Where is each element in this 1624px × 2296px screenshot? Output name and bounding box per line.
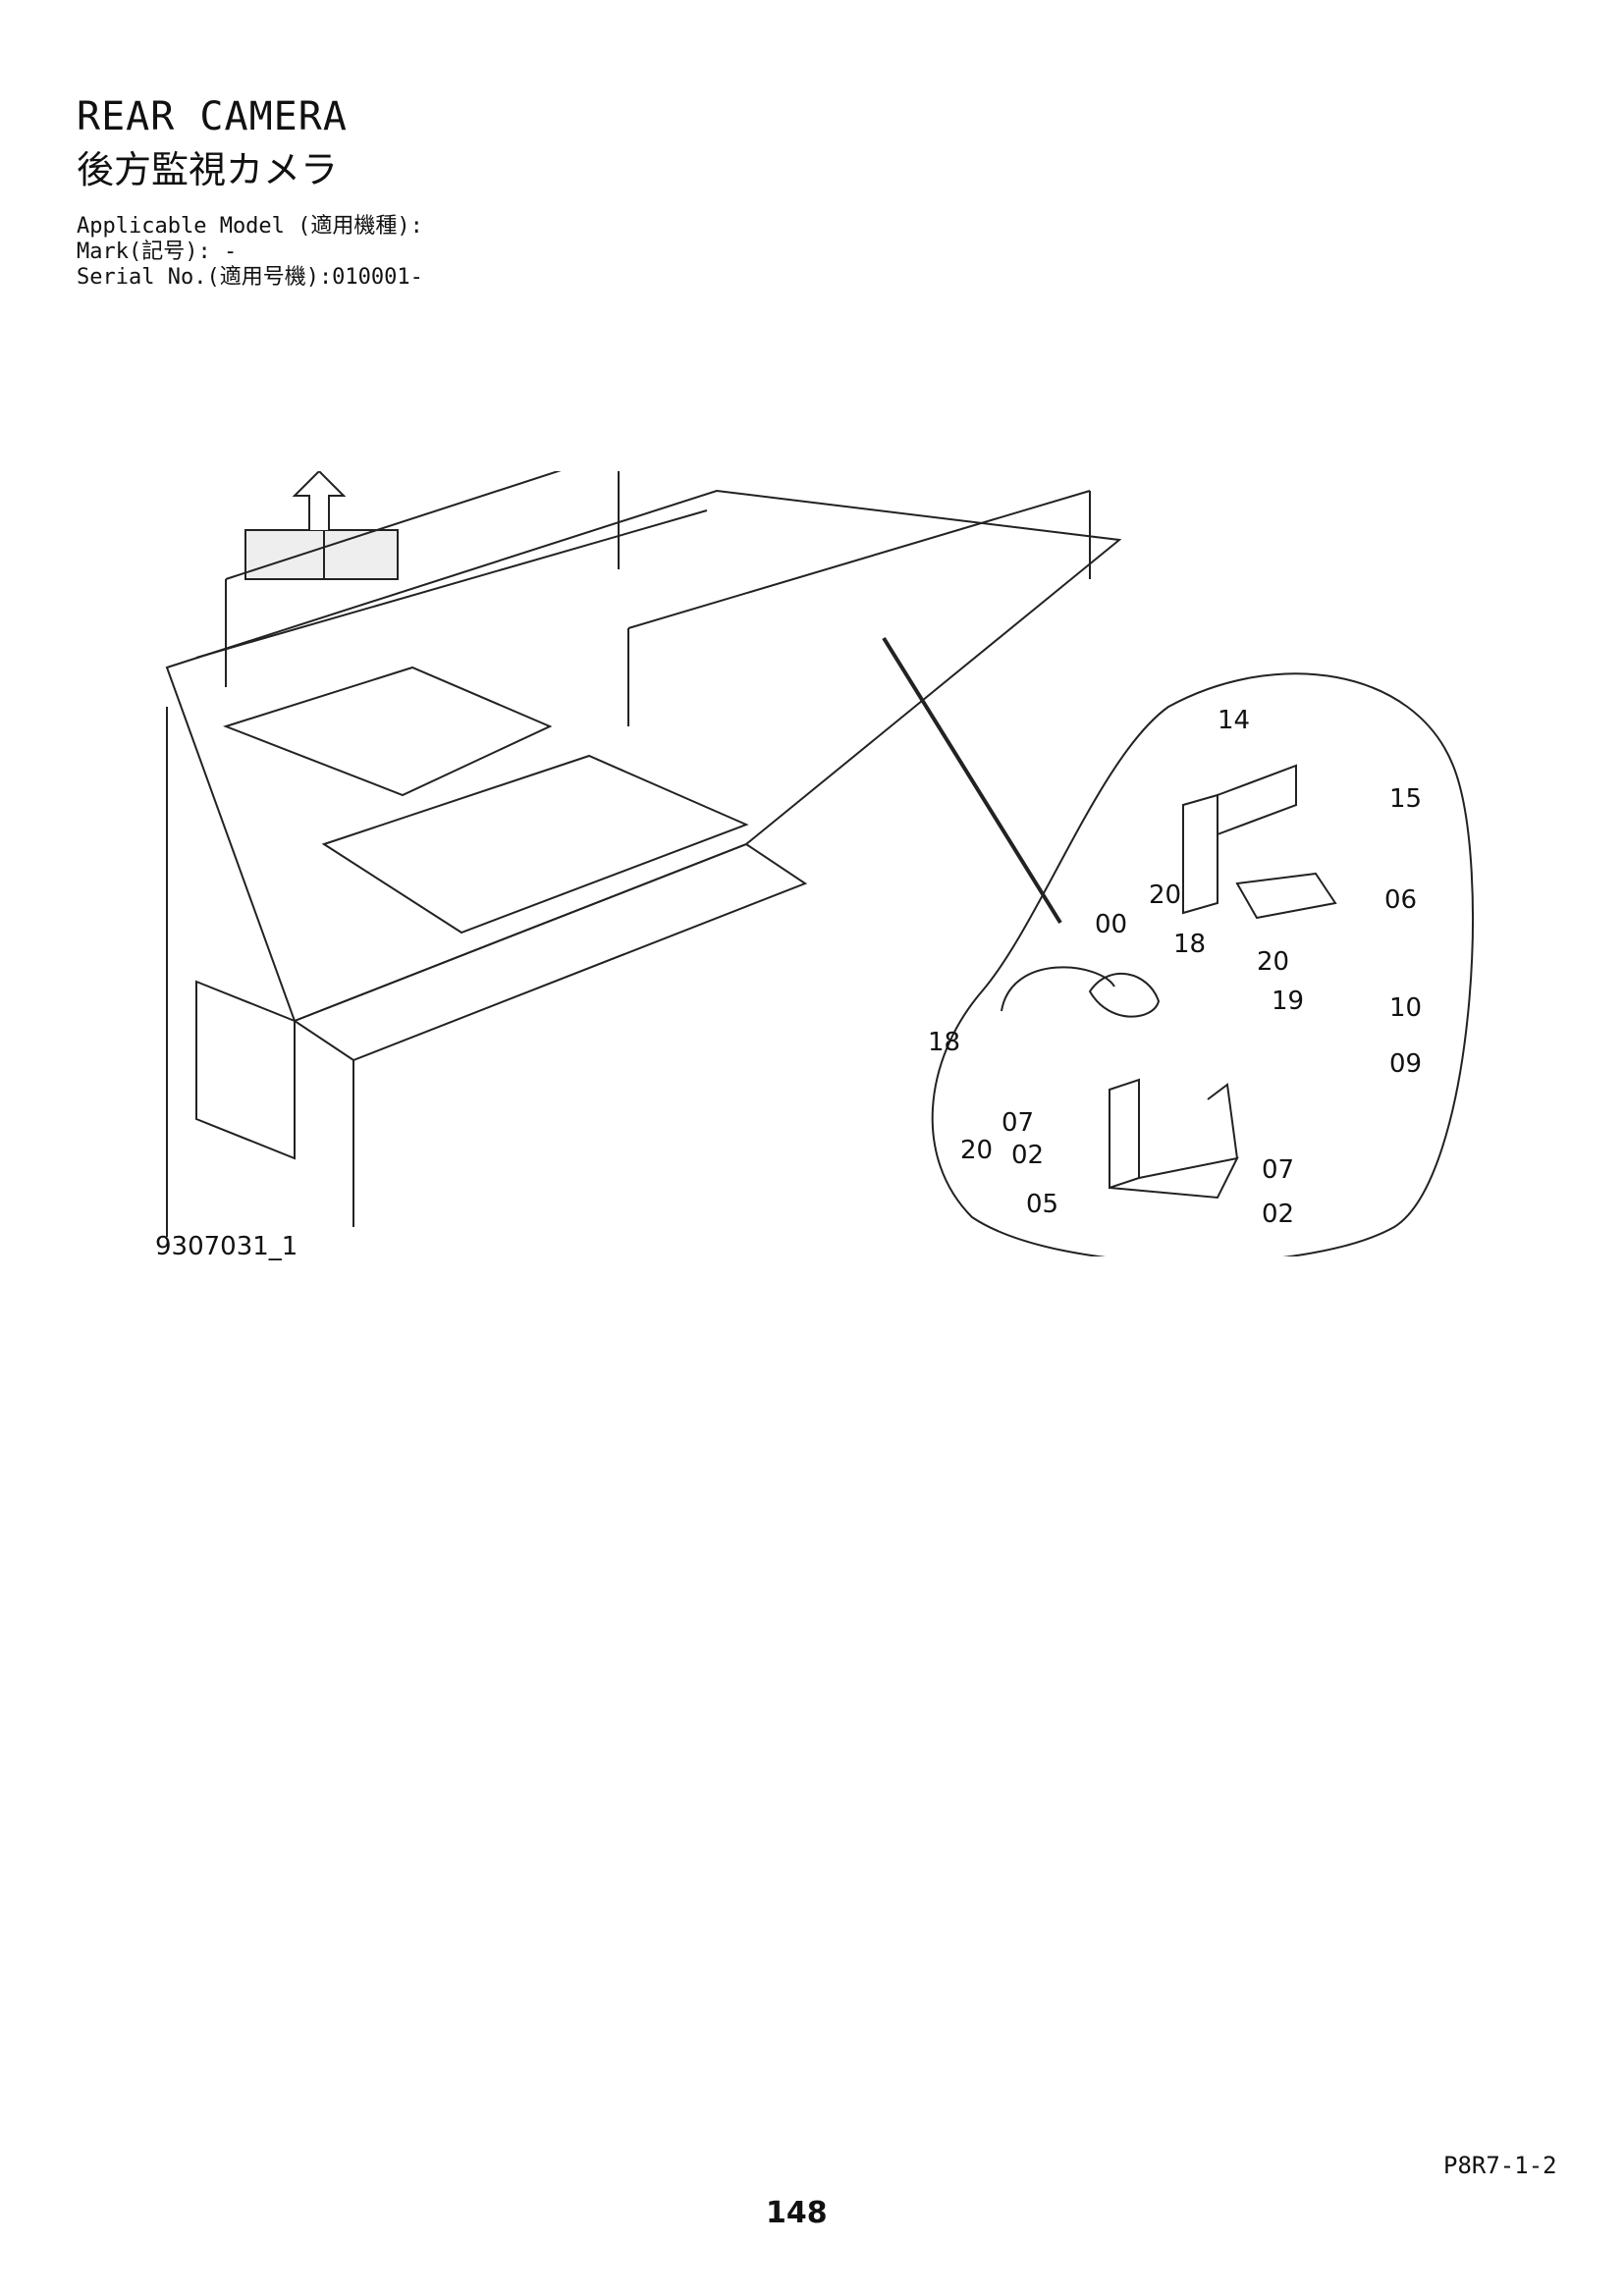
callout-label: 10 xyxy=(1389,993,1422,1023)
callout-label: 02 xyxy=(1011,1141,1044,1170)
detail-bubble xyxy=(931,672,1474,1256)
machine-deck xyxy=(165,471,1122,1237)
applicable-model: Applicable Model (適用機種): xyxy=(77,214,423,239)
callout-label: 15 xyxy=(1389,784,1422,814)
orientation-badge xyxy=(244,471,399,580)
title-japanese: 後方監視カメラ xyxy=(77,148,339,191)
callout-label: 20 xyxy=(1149,881,1181,910)
title-english: REAR CAMERA xyxy=(77,94,348,139)
document-code: P8R7-1-2 xyxy=(1443,2152,1557,2179)
callout-label: 18 xyxy=(928,1028,960,1057)
callout-label: 06 xyxy=(1384,885,1417,915)
callout-label: 02 xyxy=(1262,1200,1294,1229)
exploded-parts-diagram: 14 15 06 20 00 18 20 19 10 18 09 20 07 0… xyxy=(165,471,1474,1256)
callout-labels: 14 15 06 20 00 18 20 19 10 18 09 20 07 0… xyxy=(928,706,1422,1229)
callout-label: 07 xyxy=(1001,1108,1034,1138)
callout-label: 18 xyxy=(1173,930,1206,959)
callout-label: 19 xyxy=(1272,987,1304,1016)
callout-label: 05 xyxy=(1026,1190,1058,1219)
page-number: 148 xyxy=(766,2196,828,2230)
callout-label: 14 xyxy=(1218,706,1250,735)
mark-line: Mark(記号): - xyxy=(77,240,238,264)
callout-label: 20 xyxy=(960,1136,993,1165)
callout-label: 09 xyxy=(1389,1049,1422,1079)
callout-label: 00 xyxy=(1095,910,1127,939)
figure-id: 9307031_1 xyxy=(155,1232,298,1261)
callout-label: 07 xyxy=(1262,1155,1294,1185)
callout-label: 20 xyxy=(1257,947,1289,977)
serial-number: Serial No.(適用号機):010001- xyxy=(77,265,423,290)
